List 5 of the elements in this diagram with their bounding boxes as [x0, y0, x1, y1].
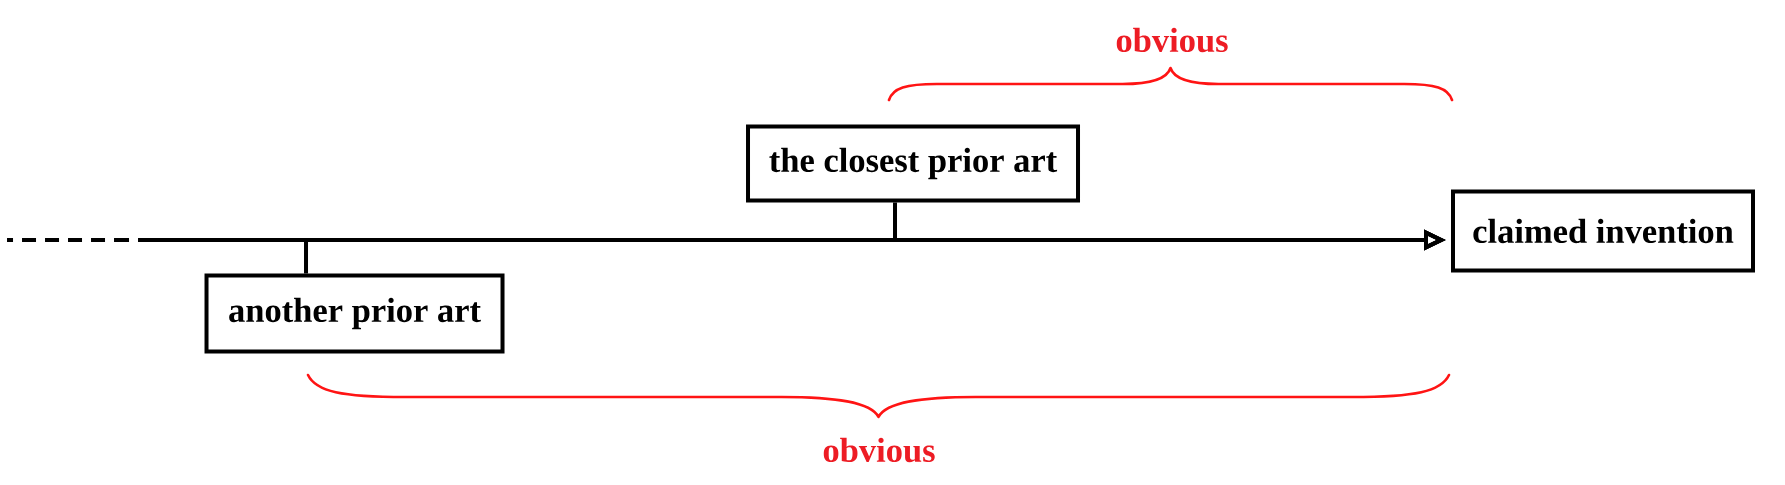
brace-label: obvious — [1116, 27, 1228, 53]
text-box: claimed invention — [1451, 189, 1755, 273]
text-box: another prior art — [204, 273, 505, 354]
brace-label: obvious — [823, 437, 935, 463]
text-box: the closest prior art — [746, 124, 1080, 203]
